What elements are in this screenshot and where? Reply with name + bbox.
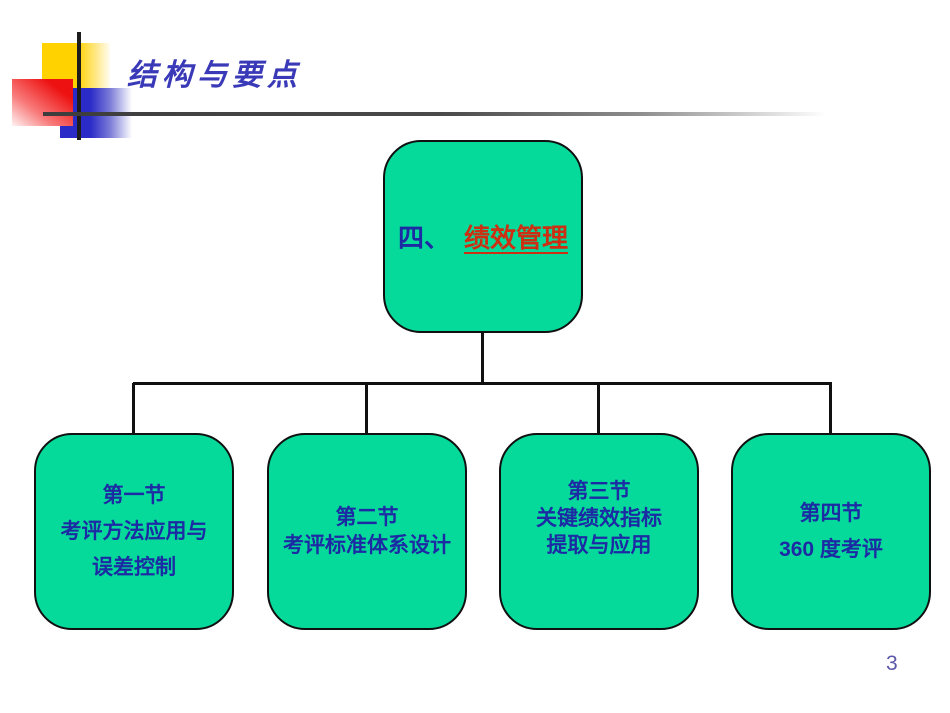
child-line: 第四节 (799, 501, 863, 525)
page-title: 结构与要点 (127, 59, 302, 92)
org-child-box-section2: 第二节 考评标准体系设计 (267, 433, 467, 630)
child-line: 第二节 (335, 505, 399, 529)
child-line: 360 度考评 (779, 537, 883, 561)
child-line: 考评方法应用与 (60, 519, 208, 543)
root-number-label: 四、 (397, 223, 450, 253)
page-number: 3 (886, 652, 898, 675)
child-line: 误差控制 (92, 555, 176, 579)
child-line: 考评标准体系设计 (283, 533, 451, 557)
child-line: 提取与应用 (546, 534, 652, 557)
child-line: 第三节 (567, 480, 631, 503)
org-child-box-section1: 第一节 考评方法应用与 误差控制 (34, 433, 234, 630)
connector-root-vertical (481, 333, 484, 384)
connector-drop-2 (365, 383, 368, 434)
red-square-decoration (12, 79, 73, 126)
connector-drop-1 (132, 383, 135, 434)
connector-horizontal (133, 382, 832, 385)
org-root-box: 四、 绩效管理 (383, 140, 583, 333)
connector-drop-4 (829, 383, 832, 434)
child-line: 关键绩效指标 (536, 507, 662, 530)
decoration-vertical-line (77, 32, 81, 140)
connector-drop-3 (597, 383, 600, 434)
org-child-box-section4: 第四节 360 度考评 (731, 433, 931, 630)
title-divider-line (43, 112, 876, 116)
child-line: 第一节 (102, 483, 166, 507)
root-hyperlink[interactable]: 绩效管理 (464, 223, 569, 253)
org-child-box-section3: 第三节 关键绩效指标 提取与应用 (499, 433, 699, 630)
